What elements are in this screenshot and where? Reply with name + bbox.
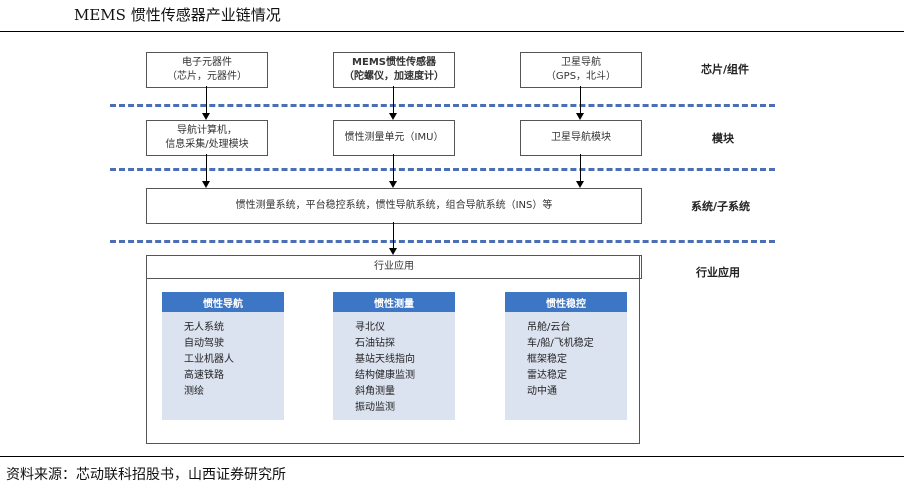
panel-item-list: 寻北仪 石油钻探 基站天线指向 结构健康监测 斜角测量 振动监测 xyxy=(355,320,415,416)
bottom-rule xyxy=(0,456,904,457)
connector-line xyxy=(206,154,207,181)
chip-box-line: （陀螺仪，加速度计） xyxy=(344,71,444,82)
panel-title: 惯性测量 xyxy=(333,292,455,312)
arrow-down-icon xyxy=(202,113,210,120)
list-item: 高速铁路 xyxy=(184,370,224,381)
top-rule xyxy=(0,31,904,32)
chip-box-electronics: 电子元器件 （芯片，元器件） xyxy=(146,52,268,88)
chip-box-line: （GPS，北斗） xyxy=(545,71,617,82)
system-box-text: 惯性测量系统，平台稳控系统，惯性导航系统，组合导航系统（INS）等 xyxy=(235,200,553,211)
panel-title: 惯性导航 xyxy=(162,292,284,312)
arrow-down-icon xyxy=(389,181,397,188)
row-label-application: 行业应用 xyxy=(696,266,740,279)
panel-title: 惯性稳控 xyxy=(505,292,627,312)
connector-line xyxy=(393,86,394,113)
panel-inertial-stabilization: 惯性稳控 吊舱/云台 车/船/飞机稳定 框架稳定 雷达稳定 动中通 xyxy=(505,292,627,420)
chip-box-mems: MEMS惯性传感器 （陀螺仪，加速度计） xyxy=(333,52,455,88)
list-item: 雷达稳定 xyxy=(527,370,567,381)
arrow-down-icon xyxy=(389,248,397,255)
panel-inertial-navigation: 惯性导航 无人系统 自动驾驶 工业机器人 高速铁路 测绘 xyxy=(162,292,284,420)
dashed-separator xyxy=(110,168,775,171)
list-item: 工业机器人 xyxy=(184,354,234,365)
panel-item-list: 吊舱/云台 车/船/飞机稳定 框架稳定 雷达稳定 动中通 xyxy=(527,320,594,400)
system-box: 惯性测量系统，平台稳控系统，惯性导航系统，组合导航系统（INS）等 xyxy=(146,188,642,224)
list-item: 动中通 xyxy=(527,386,557,397)
module-box-line: 卫星导航模块 xyxy=(551,132,611,143)
connector-line xyxy=(393,222,394,248)
list-item: 基站天线指向 xyxy=(355,354,415,365)
connector-line xyxy=(206,86,207,113)
list-item: 振动监测 xyxy=(355,402,395,413)
module-box-line: 惯性测量单元（IMU） xyxy=(344,132,444,143)
list-item: 石油钻探 xyxy=(355,338,395,349)
dashed-separator xyxy=(110,104,775,107)
panel-item-list: 无人系统 自动驾驶 工业机器人 高速铁路 测绘 xyxy=(184,320,234,400)
chip-box-line: 电子元器件 xyxy=(182,57,232,68)
list-item: 结构健康监测 xyxy=(355,370,415,381)
row-label-system: 系统/子系统 xyxy=(691,200,751,213)
chip-box-line: MEMS惯性传感器 xyxy=(352,57,436,68)
connector-line xyxy=(580,86,581,113)
connector-line xyxy=(393,154,394,181)
list-item: 寻北仪 xyxy=(355,322,385,333)
module-box-computer: 导航计算机， 信息采集/处理模块 xyxy=(146,120,268,156)
dashed-separator xyxy=(110,240,775,243)
chip-box-satellite: 卫星导航 （GPS，北斗） xyxy=(520,52,642,88)
row-label-modules: 模块 xyxy=(712,132,734,145)
page-title: MEMS 惯性传感器产业链情况 xyxy=(74,6,281,24)
list-item: 吊舱/云台 xyxy=(527,322,571,333)
module-box-imu: 惯性测量单元（IMU） xyxy=(333,120,455,156)
connector-line xyxy=(580,154,581,181)
arrow-down-icon xyxy=(576,113,584,120)
chip-box-line: 卫星导航 xyxy=(561,57,601,68)
list-item: 车/船/飞机稳定 xyxy=(527,338,594,349)
panel-inertial-measurement: 惯性测量 寻北仪 石油钻探 基站天线指向 结构健康监测 斜角测量 振动监测 xyxy=(333,292,455,420)
application-title: 行业应用 xyxy=(374,261,414,272)
module-box-line: 导航计算机， xyxy=(177,125,237,136)
module-box-satellite: 卫星导航模块 xyxy=(520,120,642,156)
list-item: 无人系统 xyxy=(184,322,224,333)
source-note: 资料来源：芯动联科招股书，山西证券研究所 xyxy=(6,467,286,483)
list-item: 框架稳定 xyxy=(527,354,567,365)
arrow-down-icon xyxy=(202,181,210,188)
list-item: 自动驾驶 xyxy=(184,338,224,349)
row-label-chips: 芯片/组件 xyxy=(701,63,750,76)
list-item: 斜角测量 xyxy=(355,386,395,397)
list-item: 测绘 xyxy=(184,386,204,397)
arrow-down-icon xyxy=(576,181,584,188)
arrow-down-icon xyxy=(389,113,397,120)
application-container xyxy=(146,255,640,444)
chip-box-line: （芯片，元器件） xyxy=(167,71,247,82)
module-box-line: 信息采集/处理模块 xyxy=(165,139,249,150)
